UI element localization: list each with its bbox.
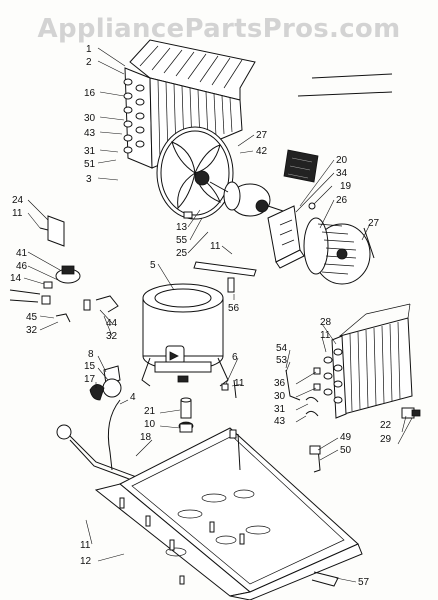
label-24: 24 xyxy=(12,195,24,206)
blower-wheel xyxy=(303,217,375,285)
evaporator-coil xyxy=(323,303,413,419)
label-13: 13 xyxy=(176,222,188,233)
label-11-b: 11 xyxy=(12,208,23,219)
label-10: 10 xyxy=(144,419,156,430)
reference-lines xyxy=(297,73,393,97)
label-43: 43 xyxy=(84,128,96,139)
label-11-e: 11 xyxy=(80,540,91,551)
label-27-top: 27 xyxy=(256,130,268,141)
label-20: 20 xyxy=(336,155,348,166)
label-11-a: 11 xyxy=(210,241,221,252)
label-5: 5 xyxy=(150,260,156,271)
label-30: 30 xyxy=(84,113,96,124)
label-8: 8 xyxy=(88,349,94,360)
label-31: 31 xyxy=(84,146,96,157)
label-49: 49 xyxy=(340,432,352,443)
label-41: 41 xyxy=(16,248,28,259)
relay-overload xyxy=(89,365,122,401)
compressor xyxy=(141,283,229,387)
label-51: 51 xyxy=(84,159,96,170)
label-11-d: 11 xyxy=(234,378,245,389)
control-parts xyxy=(9,215,119,323)
label-46: 46 xyxy=(16,261,28,272)
label-34: 34 xyxy=(336,168,348,179)
label-28: 28 xyxy=(320,317,332,328)
watermark-text: AppliancePartsPros.com xyxy=(37,14,401,44)
label-57: 57 xyxy=(358,577,370,588)
label-15: 15 xyxy=(84,361,96,372)
label-45: 45 xyxy=(26,312,38,323)
label-26: 26 xyxy=(336,195,348,206)
label-32-right: 32 xyxy=(106,331,118,342)
leader-lines xyxy=(23,47,413,583)
label-12: 12 xyxy=(80,556,92,567)
label-18: 18 xyxy=(140,432,152,443)
label-4: 4 xyxy=(130,392,136,403)
base-pan xyxy=(94,427,363,600)
label-44: 44 xyxy=(106,318,118,329)
label-27-right: 27 xyxy=(368,218,380,229)
fan-motor xyxy=(183,181,287,219)
label-16: 16 xyxy=(84,88,96,99)
mounting-rail xyxy=(193,261,257,293)
label-29: 29 xyxy=(380,434,392,445)
label-42: 42 xyxy=(256,146,268,157)
label-30-right: 30 xyxy=(274,391,286,402)
label-2: 2 xyxy=(86,57,92,68)
label-22: 22 xyxy=(380,420,392,431)
label-53: 53 xyxy=(276,355,288,366)
label-43-right: 43 xyxy=(274,416,286,427)
air-filter xyxy=(283,149,319,183)
label-55: 55 xyxy=(176,235,188,246)
label-6: 6 xyxy=(232,352,238,363)
right-small-parts xyxy=(221,367,421,473)
label-56: 56 xyxy=(228,303,240,314)
label-31-right: 31 xyxy=(274,404,286,415)
label-50: 50 xyxy=(340,445,352,456)
label-1: 1 xyxy=(86,44,92,55)
label-3: 3 xyxy=(86,174,92,185)
label-17: 17 xyxy=(84,374,96,385)
label-32-left: 32 xyxy=(26,325,38,336)
callout-labels: 1 2 16 30 43 31 51 3 27 42 20 34 19 26 2… xyxy=(10,44,392,588)
label-54: 54 xyxy=(276,343,288,354)
label-19: 19 xyxy=(340,181,352,192)
label-36: 36 xyxy=(274,378,286,389)
label-21: 21 xyxy=(144,406,156,417)
tubing-parts xyxy=(107,397,194,471)
motor-mount-bracket xyxy=(267,202,316,269)
label-14: 14 xyxy=(10,273,22,284)
label-25: 25 xyxy=(176,248,188,259)
fan-blade xyxy=(156,126,234,220)
label-11-c: 11 xyxy=(320,330,331,341)
